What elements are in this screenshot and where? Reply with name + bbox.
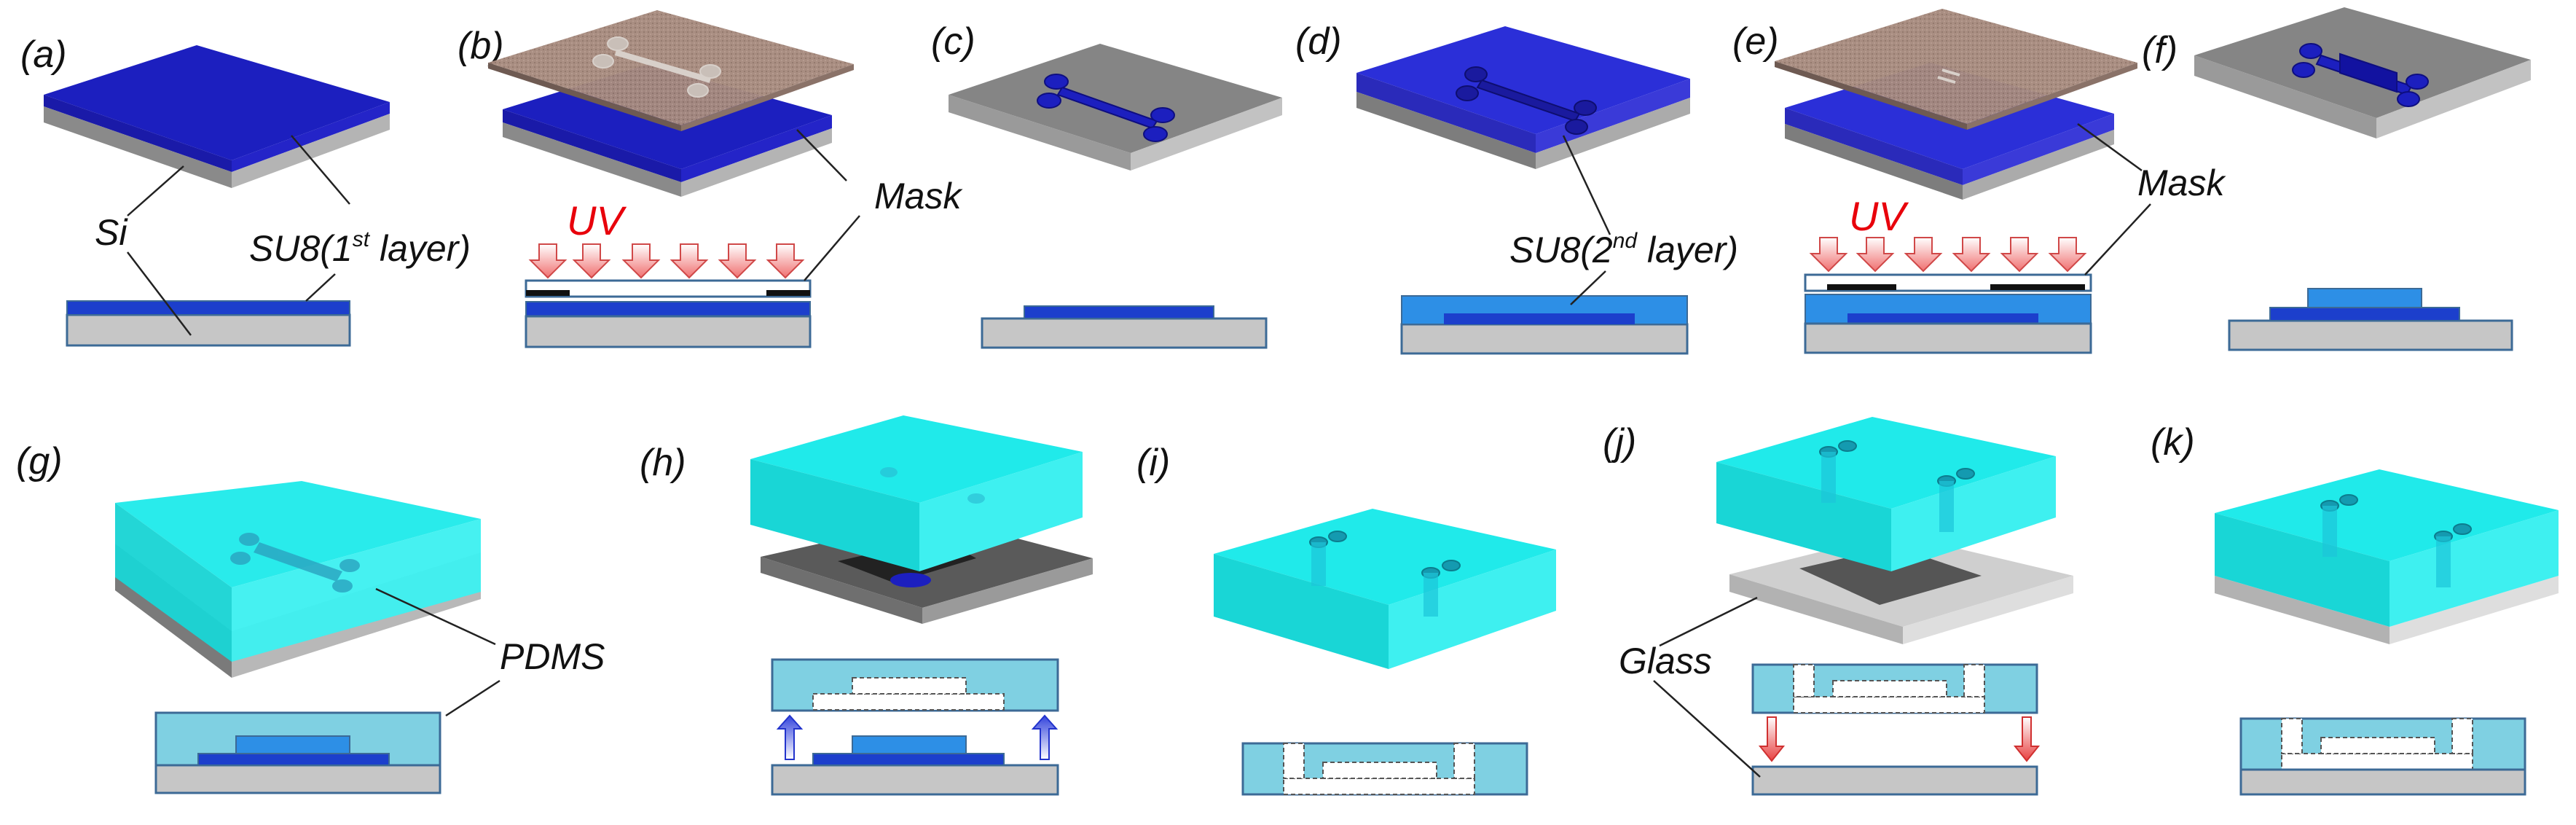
panel-h xyxy=(750,415,1093,796)
release-arrows-h xyxy=(776,714,1059,760)
wafer-3d-a xyxy=(44,45,390,188)
cross-section-f xyxy=(2228,288,2513,351)
panel-label-j: (j) xyxy=(1603,421,1636,464)
panel-j: Glass xyxy=(1619,417,2073,796)
cross-section-a xyxy=(66,300,351,347)
panel-i xyxy=(1214,509,1556,796)
panel-label-b: (b) xyxy=(458,25,504,67)
label-mask-b: Mask xyxy=(874,176,963,216)
pdms-mold-3d-g xyxy=(115,481,481,678)
label-su8-first: SU8(1st layer) xyxy=(249,227,471,269)
pdms-slab-3d-j xyxy=(1716,417,2056,571)
panel-label-h: (h) xyxy=(640,442,686,484)
glass-slide-3d-j xyxy=(1729,533,2073,644)
panel-d: SU8(2nd layer) xyxy=(1356,26,1738,355)
cross-section-h xyxy=(771,658,1059,796)
uv-arrows-e xyxy=(1810,237,2086,272)
panel-label-c: (c) xyxy=(931,20,975,63)
cross-section-e xyxy=(1804,273,2092,354)
wafer-3d-c xyxy=(949,44,1282,171)
wafer-3d-d xyxy=(1356,26,1690,169)
cross-section-j xyxy=(1751,663,2041,796)
panel-b: UV Mask xyxy=(488,10,963,348)
photomask-3d-b xyxy=(488,10,854,131)
cross-section-b xyxy=(525,279,812,348)
label-mask-e: Mask xyxy=(2137,163,2226,203)
panel-label-f: (f) xyxy=(2142,29,2178,71)
bonding-arrows-j xyxy=(1758,716,2041,762)
uv-arrows-b xyxy=(530,243,804,278)
cross-section-g xyxy=(154,711,441,794)
panel-label-k: (k) xyxy=(2151,421,2195,464)
panel-label-i: (i) xyxy=(1136,442,1170,484)
cross-section-i xyxy=(1241,742,1528,796)
photomask-3d-e xyxy=(1775,9,2137,130)
label-pdms: PDMS xyxy=(500,636,605,677)
pdms-slab-3d-h xyxy=(750,415,1083,571)
bonded-device-3d-k xyxy=(2215,469,2559,644)
panel-a: Si SU8(1st layer) xyxy=(44,45,471,347)
two-layer-pattern-f xyxy=(2292,43,2429,107)
panel-e: UV Mask xyxy=(1775,9,2226,354)
label-su8-second: SU8(2nd layer) xyxy=(1509,229,1738,270)
panel-label-a: (a) xyxy=(20,34,67,76)
channel-pattern-c xyxy=(1037,74,1175,142)
panel-label-d: (d) xyxy=(1295,20,1342,63)
panel-label-e: (e) xyxy=(1732,20,1779,63)
wafer-3d-f xyxy=(2194,7,2531,138)
pdms-3d-i xyxy=(1214,509,1556,669)
panel-k xyxy=(2215,469,2559,796)
panel-g: PDMS xyxy=(115,481,605,794)
cross-section-c xyxy=(981,305,1268,349)
cross-section-k xyxy=(2239,717,2526,796)
panel-c xyxy=(949,44,1282,349)
label-uv-b: UV xyxy=(567,198,627,243)
label-si: Si xyxy=(95,212,128,253)
label-uv-e: UV xyxy=(1849,193,1909,239)
panel-f xyxy=(2194,7,2531,351)
label-glass: Glass xyxy=(1619,641,1712,681)
panel-label-g: (g) xyxy=(16,440,63,482)
cross-section-d xyxy=(1400,295,1689,355)
